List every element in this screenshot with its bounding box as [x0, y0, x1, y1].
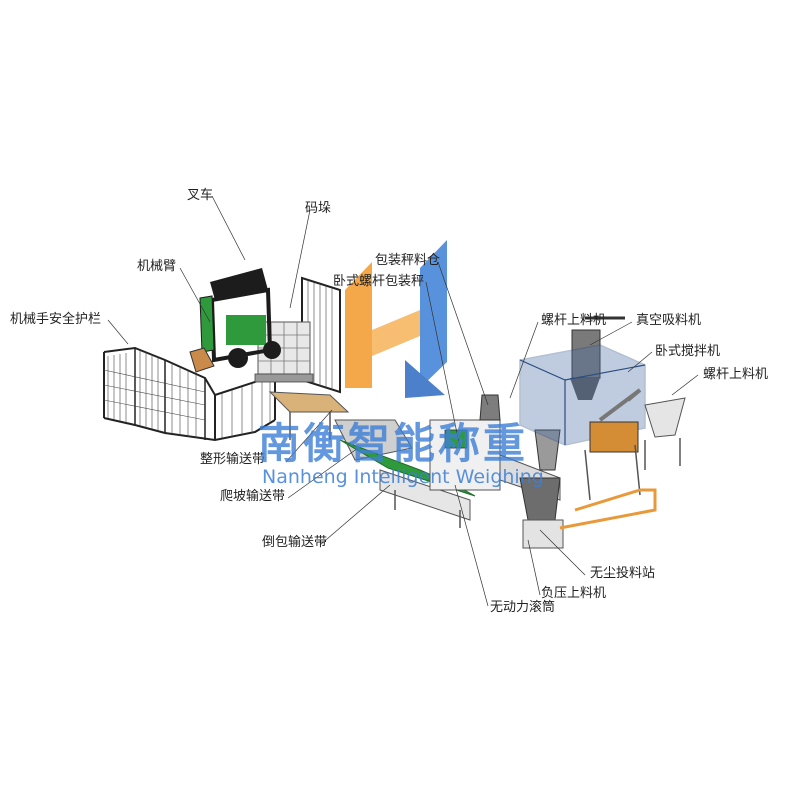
climbing-conveyor	[334, 419, 413, 461]
label-vacuum-feeder: 真空吸料机	[636, 313, 702, 328]
label-packing-bin: 包装秤料仓	[375, 253, 441, 268]
label-horizontal-mixer: 卧式搅拌机	[655, 344, 721, 359]
label-safety-fence: 机械手安全护栏	[10, 312, 102, 327]
watermark-chinese: 南衡智能称重	[258, 419, 529, 468]
label-bag-tipping-conveyor: 倒包输送带	[262, 535, 328, 550]
label-robot-arm: 机械臂	[137, 259, 177, 274]
label-horizontal-screw-packer: 卧式螺杆包装秤	[333, 274, 425, 289]
label-climbing-conveyor: 爬坡输送带	[220, 489, 286, 504]
label-unpowered-roller: 无动力滚筒	[490, 600, 556, 615]
screw-feeder-right	[598, 388, 686, 470]
leader-lines	[107, 195, 699, 607]
label-palletizing: 码垛	[305, 201, 332, 216]
forklift	[189, 268, 281, 373]
label-dust-free-station: 无尘投料站	[590, 566, 656, 581]
watermark-english: Nanheng Intelligent Weighing	[262, 466, 544, 488]
label-screw-feeder-left: 螺杆上料机	[541, 313, 607, 328]
mixer-housing	[519, 344, 646, 501]
label-negative-pressure-feeder: 负压上料机	[541, 586, 607, 601]
label-screw-feeder-right: 螺杆上料机	[703, 367, 769, 382]
vacuum-feeder	[570, 316, 625, 400]
label-shaping-conveyor: 整形输送带	[200, 452, 266, 467]
shaping-conveyor	[268, 391, 350, 440]
pipe-line	[559, 488, 657, 530]
negative-pressure-feeder	[519, 429, 564, 549]
label-forklift: 叉车	[187, 188, 214, 203]
